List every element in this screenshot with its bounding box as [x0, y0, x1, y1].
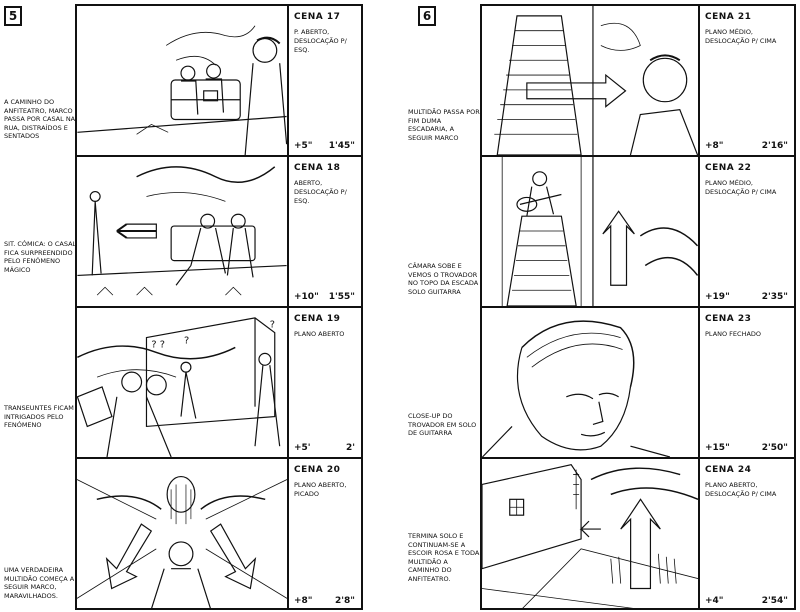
scene-duration: +5" [294, 141, 313, 151]
shot-description: PLANO MÉDIO, DESLOCAÇÃO P/ CIMA [705, 28, 777, 45]
scene-title: CENA 20 [294, 465, 341, 475]
scene-timecode: 2'8" [335, 596, 355, 606]
scene-17-sketch [77, 6, 289, 155]
scene-note: CLOSE-UP DO TROVADOR EM SOLO DE GUITARRA [408, 412, 477, 437]
shot-description: ABERTO, DESLOCAÇÃO P/ ESQ. [294, 179, 347, 205]
storyboard-page-5: 5 A CAMINHO DO ANFITEATRO, MARCO PASSA P… [4, 4, 363, 610]
scene-info: CENA 22 PLANO MÉDIO, DESLOCAÇÃO P/ CIMA … [700, 157, 794, 306]
svg-text:?: ? [184, 336, 189, 347]
scene-note: UMA VERDADEIRA MULTIDÃO COMEÇA A SEGUIR … [4, 566, 75, 600]
scene-note: SIT. CÓMICA: O CASAL FICA SURPREENDIDO P… [4, 240, 77, 274]
scene-info: CENA 24 PLANO ABERTO, DESLOCAÇÃO P/ CIMA… [700, 459, 794, 610]
storyboard-grid: CENA 21 PLANO MÉDIO, DESLOCAÇÃO P/ CIMA … [480, 4, 796, 610]
page-number: 5 [4, 6, 22, 26]
scene-timecode: 2'50" [761, 443, 788, 453]
scene-timecode: 2' [345, 443, 355, 453]
scene-duration: +8" [705, 141, 724, 151]
scene-title: CENA 18 [294, 163, 341, 173]
scene-24-sketch [482, 459, 700, 610]
scene-duration: +4" [705, 596, 724, 606]
shot-description: PLANO FECHADO [705, 330, 762, 338]
scene-title: CENA 22 [705, 163, 752, 173]
scene-duration: +15" [705, 443, 730, 453]
svg-text:? ?: ? ? [151, 339, 165, 350]
scene-timecode: 2'35" [761, 292, 788, 302]
scene-panel: CENA 22 PLANO MÉDIO, DESLOCAÇÃO P/ CIMA … [482, 157, 794, 308]
scene-info: CENA 19 PLANO ABERTO +5' 2' [289, 308, 361, 457]
scene-panel: CENA 20 PLANO ABERTO, PICADO +8" 2'8" [77, 459, 361, 610]
scene-info: CENA 20 PLANO ABERTO, PICADO +8" 2'8" [289, 459, 361, 610]
scene-note: A CAMINHO DO ANFITEATRO, MARCO PASSA POR… [4, 98, 76, 140]
storyboard-grid: CENA 17 P. ABERTO, DESLOCAÇÃO P/ ESQ. +5… [75, 4, 363, 610]
scene-panel: CENA 23 PLANO FECHADO +15" 2'50" [482, 308, 794, 459]
scene-duration: +5' [294, 443, 311, 453]
scene-title: CENA 24 [705, 465, 752, 475]
scene-23-sketch [482, 308, 700, 457]
scene-panel: CENA 24 PLANO ABERTO, DESLOCAÇÃO P/ CIMA… [482, 459, 794, 610]
scene-title: CENA 19 [294, 314, 341, 324]
scene-note: MULTIDÃO PASSA POR FIM DUMA ESCADARIA, A… [408, 108, 480, 142]
storyboard-page-6: 6 MULTIDÃO PASSA POR FIM DUMA ESCADARIA,… [400, 0, 800, 612]
shot-description: P. ABERTO, DESLOCAÇÃO P/ ESQ. [294, 28, 347, 54]
svg-text:?: ? [270, 320, 275, 331]
scene-timecode: 1'55" [328, 292, 355, 302]
scene-info: CENA 18 ABERTO, DESLOCAÇÃO P/ ESQ. +10" … [289, 157, 361, 306]
scene-22-sketch [482, 157, 700, 306]
scene-title: CENA 21 [705, 12, 752, 22]
scene-timecode: 2'54" [761, 596, 788, 606]
scene-duration: +10" [294, 292, 319, 302]
scene-panel: CENA 18 ABERTO, DESLOCAÇÃO P/ ESQ. +10" … [77, 157, 361, 308]
scene-panel: CENA 17 P. ABERTO, DESLOCAÇÃO P/ ESQ. +5… [77, 6, 361, 157]
scene-21-sketch [482, 6, 700, 155]
shot-description: PLANO ABERTO [294, 330, 345, 338]
scene-20-sketch [77, 459, 289, 610]
scene-duration: +8" [294, 596, 313, 606]
scene-info: CENA 17 P. ABERTO, DESLOCAÇÃO P/ ESQ. +5… [289, 6, 361, 155]
scene-info: CENA 23 PLANO FECHADO +15" 2'50" [700, 308, 794, 457]
page-number: 6 [418, 6, 436, 26]
scene-title: CENA 17 [294, 12, 341, 22]
scene-timecode: 1'45" [328, 141, 355, 151]
shot-description: PLANO ABERTO, PICADO [294, 481, 347, 498]
scene-info: CENA 21 PLANO MÉDIO, DESLOCAÇÃO P/ CIMA … [700, 6, 794, 155]
scene-duration: +19" [705, 292, 730, 302]
scene-panel: ? ? ? ? CENA 19 PLANO ABERTO +5' 2' [77, 308, 361, 459]
scene-note: CÂMARA SOBE E VEMOS O TROVADOR NO TOPO D… [408, 262, 479, 296]
scene-title: CENA 23 [705, 314, 752, 324]
scene-19-sketch: ? ? ? ? [77, 308, 289, 457]
scene-timecode: 2'16" [761, 141, 788, 151]
scene-18-sketch [77, 157, 289, 306]
shot-description: PLANO MÉDIO, DESLOCAÇÃO P/ CIMA [705, 179, 777, 196]
scene-note: TERMINA SOLO E CONTINUAM-SE A ESCOIR ROS… [408, 532, 480, 583]
scene-note: TRANSEUNTES FICAM INTRIGADOS PELO FENÓME… [4, 404, 74, 429]
scene-panel: CENA 21 PLANO MÉDIO, DESLOCAÇÃO P/ CIMA … [482, 6, 794, 157]
shot-description: PLANO ABERTO, DESLOCAÇÃO P/ CIMA [705, 481, 777, 498]
